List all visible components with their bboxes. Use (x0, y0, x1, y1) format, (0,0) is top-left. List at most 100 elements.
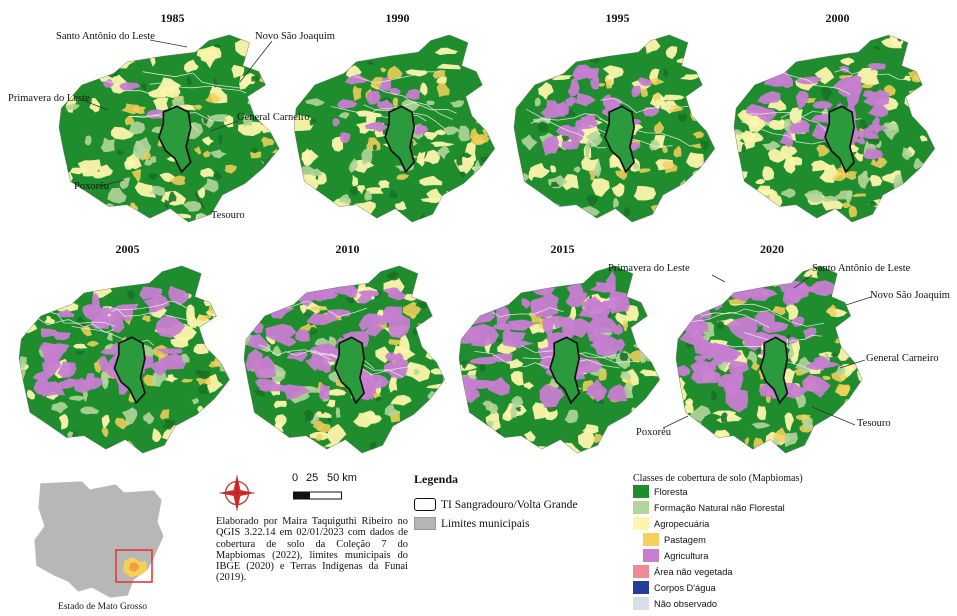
agriculture-patch (310, 347, 341, 364)
forest-patch (515, 407, 522, 412)
class-item-agropecuaria: Agropecuária (633, 517, 709, 530)
agriculture-patch (42, 356, 61, 375)
farming-patch (274, 414, 287, 428)
savanna-patch (364, 190, 372, 201)
agriculture-patch (255, 378, 277, 390)
agriculture-patch (245, 348, 263, 372)
agriculture-patch (281, 337, 297, 347)
pasture-patch (637, 168, 651, 173)
forest-patch (141, 82, 147, 91)
year-label: 2020 (760, 242, 784, 256)
agriculture-patch (57, 309, 75, 318)
indigenous-territory-outline (549, 336, 581, 405)
pasture-patch (191, 104, 203, 111)
class-swatch (633, 565, 649, 578)
forest-patch (309, 327, 318, 335)
agriculture-patch (459, 328, 484, 344)
savanna-patch (51, 401, 69, 414)
forest-patch (619, 351, 629, 361)
savanna-patch (128, 121, 146, 135)
farming-patch (356, 185, 366, 195)
farming-patch (157, 77, 182, 96)
forest-patch (717, 320, 725, 330)
agriculture-patch (155, 348, 184, 355)
savanna-patch (80, 406, 100, 415)
farming-patch (301, 149, 319, 165)
farming-patch (888, 34, 905, 48)
class-swatch (633, 597, 649, 610)
farming-patch (505, 358, 524, 369)
land-cover-map (733, 34, 936, 223)
farming-patch (101, 414, 110, 429)
pasture-patch (673, 145, 682, 158)
agriculture-patch (561, 140, 580, 150)
agriculture-patch (377, 99, 394, 111)
river-line (369, 102, 457, 115)
farming-patch (430, 368, 445, 375)
farming-patch (160, 85, 181, 99)
farming-patch (378, 180, 390, 189)
agriculture-patch (587, 316, 601, 344)
farming-patch (273, 400, 287, 409)
agriculture-patch (404, 88, 421, 100)
year-label: 1995 (605, 11, 630, 25)
forest-patch (741, 144, 747, 153)
savanna-patch (822, 195, 839, 203)
savanna-patch (171, 97, 185, 108)
forest-patch (251, 147, 258, 154)
forest-patch (162, 419, 176, 430)
savanna-patch (443, 126, 461, 136)
savanna-patch (593, 157, 602, 178)
farming-patch (223, 114, 234, 128)
pasture-patch (605, 77, 612, 89)
forest-patch (198, 370, 211, 380)
forest-patch (194, 369, 203, 376)
pasture-patch (205, 92, 222, 104)
label-primavera-1985: Primavera do Leste (8, 93, 90, 104)
north-arrow-icon (219, 475, 255, 511)
agriculture-patch (356, 294, 372, 304)
farming-patch (591, 178, 610, 197)
savanna-patch (149, 185, 166, 196)
agriculture-patch (493, 323, 527, 331)
forest-patch (186, 76, 192, 86)
river-line (744, 332, 823, 345)
label-poxoreu-2020: Poxoréu (636, 427, 671, 438)
year-label: 2000 (825, 11, 850, 25)
agriculture-patch (561, 324, 575, 341)
savanna-patch (746, 350, 758, 365)
agriculture-patch (388, 314, 411, 339)
pasture-patch (661, 160, 678, 174)
pasture-patch (86, 340, 100, 347)
land-cover-map (513, 34, 716, 223)
indigenous-territory-outline (157, 105, 192, 174)
farming-patch (365, 187, 384, 194)
savanna-patch (489, 402, 499, 415)
forest-patch (858, 119, 868, 130)
agriculture-patch (692, 332, 708, 355)
farming-patch (197, 186, 206, 199)
class-swatch (633, 517, 649, 530)
farming-patch (840, 57, 855, 66)
pasture-patch (470, 137, 485, 145)
savanna-patch (534, 97, 541, 107)
farming-patch (419, 82, 428, 96)
savanna-patch (201, 178, 219, 193)
farming-patch (352, 174, 359, 187)
farming-patch (679, 74, 699, 80)
savanna-patch (338, 112, 350, 119)
farming-patch (538, 82, 554, 100)
savanna-patch (585, 140, 591, 160)
forest-patch (460, 360, 468, 369)
river-line (142, 71, 242, 89)
pasture-patch (195, 377, 212, 386)
map-panel-2020: 2020 (672, 242, 872, 459)
agriculture-patch (385, 352, 399, 362)
agriculture-patch (521, 298, 531, 309)
farming-patch (152, 428, 162, 442)
class-label: Área não vegetada (654, 566, 733, 577)
forest-patch (537, 121, 549, 132)
farming-patch (152, 97, 169, 111)
agriculture-patch (98, 355, 111, 373)
savanna-patch (901, 147, 913, 161)
